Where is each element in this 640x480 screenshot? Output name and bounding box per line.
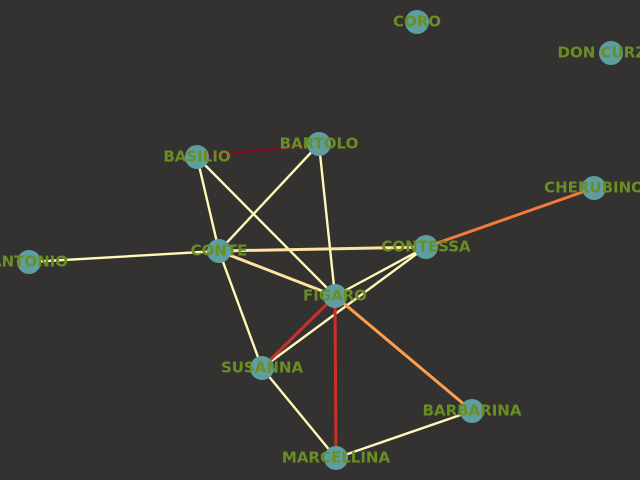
edge-contessa-cherubino	[424, 186, 596, 249]
labels-layer: CORO DON CURZIO BASILIO BARTOLO CHERUBINO ANT…	[0, 13, 640, 467]
node-label-susanna: SUSANNA	[221, 359, 304, 377]
node-bartolo	[307, 132, 331, 156]
edge-contessa-susanna	[260, 245, 428, 370]
edges-layer	[27, 142, 596, 460]
node-label-conte: CONTE	[191, 242, 248, 260]
node-barbarina	[460, 399, 484, 423]
node-label-bartolo: BARTOLO	[280, 135, 359, 153]
edge-figaro-marcellina	[333, 294, 338, 460]
node-basilio	[185, 145, 209, 169]
edge-figaro-susanna	[260, 294, 337, 370]
edge-bartolo-figaro	[317, 142, 337, 298]
nodes-layer	[17, 10, 623, 470]
edge-antonio-conte	[27, 249, 221, 264]
node-contessa	[414, 235, 438, 259]
node-label-antonio: ANTONIO	[0, 253, 68, 271]
node-cherubino	[582, 176, 606, 200]
node-label-coro: CORO	[393, 13, 441, 31]
node-label-marcellina: MARCELLINA	[282, 449, 391, 467]
node-coro	[405, 10, 429, 34]
node-figaro	[323, 284, 347, 308]
node-label-don-curzio: DON CURZIO	[558, 44, 640, 62]
node-susanna	[250, 356, 274, 380]
edge-marcellina-barbarina	[334, 409, 474, 460]
node-antonio	[17, 250, 41, 274]
edge-conte-figaro	[217, 249, 337, 298]
node-label-barbarina: BARBARINA	[423, 402, 522, 420]
edge-basilio-figaro	[195, 155, 337, 298]
edge-basilio-bartolo	[195, 142, 321, 159]
node-label-basilio: BASILIO	[163, 148, 230, 166]
node-conte	[207, 239, 231, 263]
edge-basilio-conte	[195, 155, 221, 253]
edge-conte-susanna	[217, 249, 264, 370]
node-don-curzio	[599, 41, 623, 65]
edge-figaro-barbarina	[333, 294, 474, 413]
edge-conte-contessa	[217, 245, 428, 253]
edge-susanna-marcellina	[260, 366, 338, 460]
node-marcellina	[324, 446, 348, 470]
edge-contessa-figaro	[333, 245, 428, 298]
node-label-figaro: FIGARO	[303, 287, 367, 305]
node-label-contessa: CONTESSA	[381, 238, 471, 256]
node-label-cherubino: CHERUBINO	[544, 179, 640, 197]
edge-bartolo-conte	[217, 142, 321, 253]
